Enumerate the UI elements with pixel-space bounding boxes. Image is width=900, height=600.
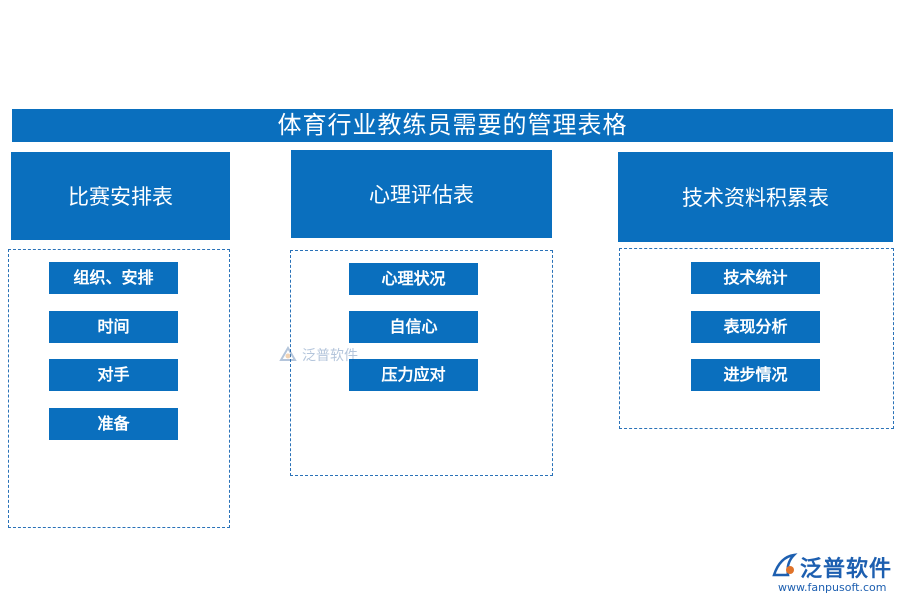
item-performance-analysis: 表现分析 [691,311,820,343]
watermark: 泛普软件 [278,345,358,365]
column-heading-match-schedule: 比赛安排表 [11,152,230,240]
column-heading-tech-records: 技术资料积累表 [618,152,893,242]
item-tech-stats: 技术统计 [691,262,820,294]
watermark-logo-icon [279,346,297,361]
column-heading-psych-assessment: 心理评估表 [291,150,552,238]
item-preparation: 准备 [49,408,178,440]
item-stress-coping: 压力应对 [349,359,478,391]
column-panel-match-schedule [8,249,230,528]
logo-url-text[interactable]: www.fanpusoft.com [778,581,887,594]
brand-logo[interactable]: 泛普软件 www.fanpusoft.com [768,551,893,597]
column-panel-tech-records [619,248,894,429]
item-time: 时间 [49,311,178,343]
item-opponent: 对手 [49,359,178,391]
logo-brand-text: 泛普软件 [800,557,893,582]
item-mental-state: 心理状况 [349,263,478,295]
item-progress: 进步情况 [691,359,820,391]
fanpu-logo-icon [772,553,798,577]
item-organize-arrange: 组织、安排 [49,262,178,294]
watermark-text: 泛普软件 [302,348,358,364]
item-self-confidence: 自信心 [349,311,478,343]
page-title: 体育行业教练员需要的管理表格 [12,109,893,142]
column-panel-psych-assessment [290,250,553,476]
